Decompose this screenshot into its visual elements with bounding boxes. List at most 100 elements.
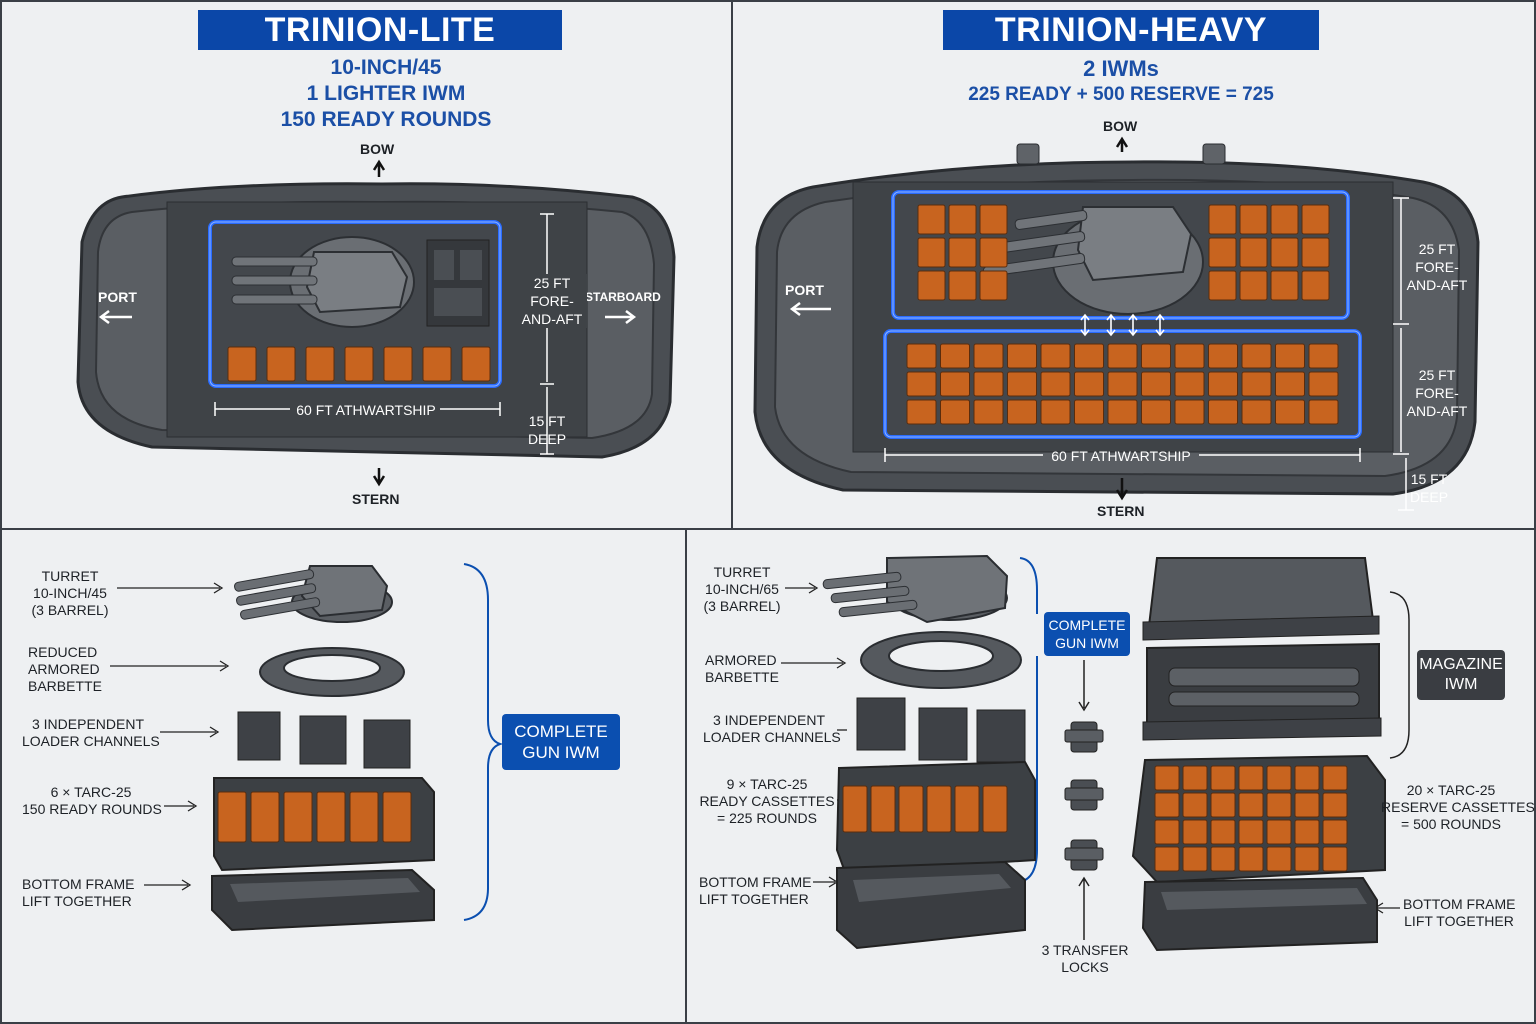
turret-line-2: 10-INCH/45 [33,585,107,601]
cassette-crate [1239,237,1268,268]
cassette-crate [1210,765,1236,791]
cassette-crate [1154,846,1180,872]
hull-plan-lite [76,159,676,487]
cassette-crate [1208,371,1238,397]
cassette-crate [1238,792,1264,818]
fore-aft-line-3: AND-AFT [521,311,583,327]
cassette-crate [906,399,937,425]
bow-label: BOW [360,141,395,157]
cassettes-line-1: 6 × TARC-25 [50,784,132,800]
gun-iwm-line-1: COMPLETE [514,722,608,741]
cassette-crate [1308,399,1339,425]
cassette-crate [344,346,374,382]
subtitle-iwm-count: 2 IWMs [1083,56,1159,81]
cassette-crate [1182,765,1208,791]
cassette-crate [1241,343,1272,369]
cassette-crate [383,346,413,382]
cassette-crate [349,791,379,843]
depth-line-2: DEEP [1409,489,1449,505]
cassette-crate [1210,819,1236,845]
cassette-crate [979,204,1008,235]
fore-aft-a-line-2: FORE- [1415,259,1459,275]
cassette-crate [422,346,452,382]
cassette-crate [1238,765,1264,791]
stern-label: STERN [352,491,400,507]
title-trinion-heavy: TRINION-HEAVY [943,10,1319,50]
depth-line-1: 15 FT [528,413,566,429]
cassette-crate [1154,765,1180,791]
hull-plan-heavy [753,136,1480,511]
complete-gun-iwm-badge: COMPLETE GUN IWM [1044,612,1130,656]
gun-iwm-line-2: GUN IWM [522,743,600,762]
cassette-crate [1074,343,1104,369]
cassette-crate [1074,371,1104,397]
turret-line-1: TURRET [713,564,771,580]
cassette-crate [227,346,257,382]
cassette-crate [1040,399,1071,425]
cassette-crate [898,785,924,833]
cassette-crate [1270,237,1299,268]
cassette-crate [1007,399,1037,425]
loaders-label: 3 INDEPENDENT LOADER CHANNELS [22,716,160,750]
cassette-crate [906,371,937,397]
cassette-crate [1301,204,1330,235]
turret-line-3: (3 BARREL) [31,602,109,618]
magazine-iwm-line-1: MAGAZINE [1419,656,1503,673]
exploded-view-heavy [781,554,1410,952]
panel-trinion-lite-plan: TRINION-LITE 10-INCH/45 1 LIGHTER IWM 15… [0,0,733,530]
cassette-crate [1174,343,1205,369]
cassette-crate [1322,819,1348,845]
transfer-line-2: LOCKS [1061,959,1109,975]
cassette-crate [1322,792,1348,818]
cassette-crate [316,791,346,843]
cassette-crate [1040,343,1071,369]
frame-line-1: BOTTOM FRAME [699,874,812,890]
cassette-crate [1308,371,1339,397]
ready-cassettes-9 [842,785,1008,833]
loaders-line-1: 3 INDEPENDENT [712,712,826,728]
barbette-line-2: ARMORED [28,661,100,677]
cassette-crate [870,785,896,833]
turret-line-2: 10-INCH/65 [705,581,779,597]
cassette-crate [1266,792,1292,818]
cassette-crate [982,785,1008,833]
depth-line-2: DEEP [527,431,567,447]
bow-label: BOW [1103,118,1138,134]
fore-aft-dimension-gun: 25 FT FORE- AND-AFT [1401,240,1473,294]
reserve-line-1: 20 × TARC-25 [1406,782,1496,798]
complete-gun-iwm-badge: COMPLETE GUN IWM [502,714,620,770]
cassette-crate [283,791,313,843]
cassette-crate [305,346,335,382]
cassette-crate [1266,846,1292,872]
title-trinion-lite: TRINION-LITE [198,10,562,50]
loaders-label: 3 INDEPENDENT LOADER CHANNELS [703,712,841,746]
cassette-crate [1301,237,1330,268]
barbette-line-2: BARBETTE [705,669,779,685]
cassette-crate [1322,765,1348,791]
gun-iwm-line-1: COMPLETE [1048,617,1126,633]
cassette-crate [1238,819,1264,845]
fore-aft-a-line-3: AND-AFT [1406,277,1468,293]
cassette-crate [1107,371,1138,397]
fore-aft-b-line-2: FORE- [1415,385,1459,401]
cassette-crate [1141,399,1171,425]
cassette-crate [1270,204,1299,235]
cassette-crate [948,204,977,235]
cassette-crate [1040,371,1071,397]
cassette-crate [940,399,970,425]
cassette-crate [1208,237,1237,268]
cassette-crate [1294,765,1320,791]
cassettes-line-2: 150 READY ROUNDS [22,801,162,817]
cassette-crate [1266,819,1292,845]
cassette-crate [842,785,868,833]
frame2-line-2: LIFT TOGETHER [1404,913,1514,929]
cassette-crate [948,237,977,268]
fore-aft-dimension-magazine: 25 FT FORE- AND-AFT [1401,366,1473,420]
barbette-line-1: REDUCED [28,644,98,660]
fore-aft-line-1: 25 FT [533,275,571,291]
cassette-crate [1239,270,1268,301]
frame-label: BOTTOM FRAME LIFT TOGETHER [22,876,135,910]
magazine-iwm-badge: MAGAZINE IWM [1417,650,1505,700]
cassette-crate [1301,270,1330,301]
frame2-line-1: BOTTOM FRAME [1403,896,1516,912]
